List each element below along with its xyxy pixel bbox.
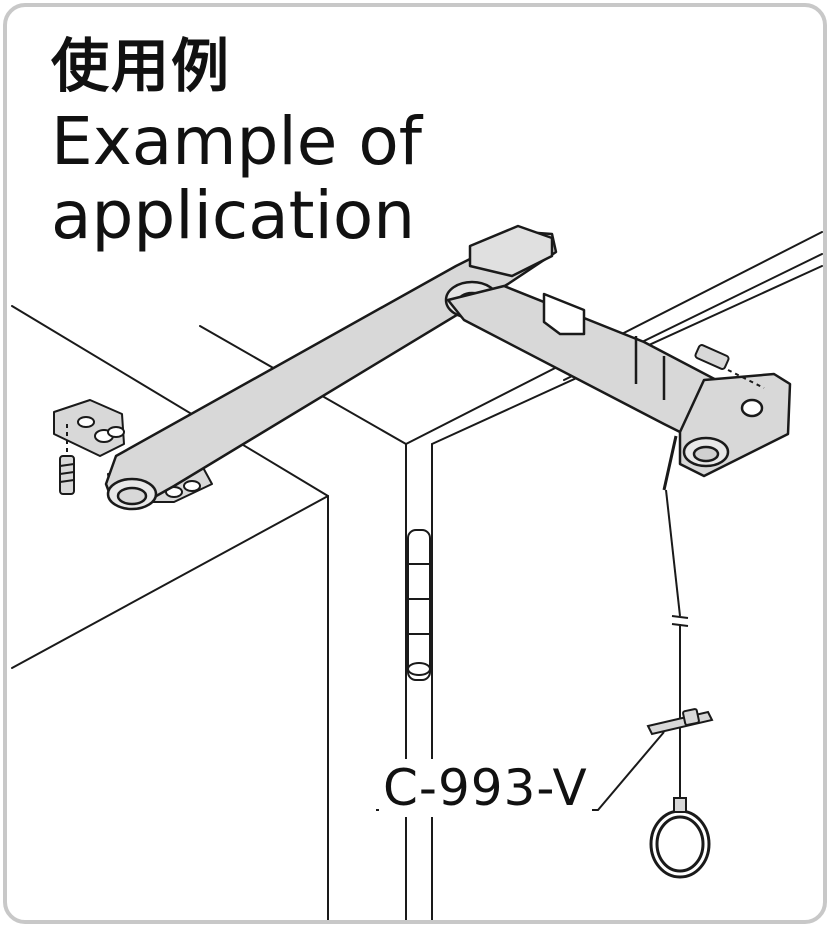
title-english-line2: application: [51, 176, 416, 254]
main-arm: [104, 224, 558, 511]
screw-left: [59, 424, 75, 495]
title-english-line1: Example of: [51, 103, 422, 180]
right-bracket: [678, 372, 792, 478]
hinge: [407, 529, 431, 681]
title-japanese: 使用例: [51, 32, 232, 100]
screw-right: [694, 344, 765, 389]
title-block: 使用例 Example of application: [51, 37, 422, 253]
cord-grip: [646, 708, 714, 736]
ring-pull: [649, 797, 711, 879]
illustration-frame: 使用例 Example of application C-993-V: [3, 3, 827, 924]
door-closer-illustration: [11, 224, 823, 920]
part-number-label: C-993-V: [379, 759, 592, 817]
wall-front-edge: [11, 495, 329, 669]
wall-top-edge-left: [11, 305, 329, 497]
pull-cord: [662, 435, 689, 804]
